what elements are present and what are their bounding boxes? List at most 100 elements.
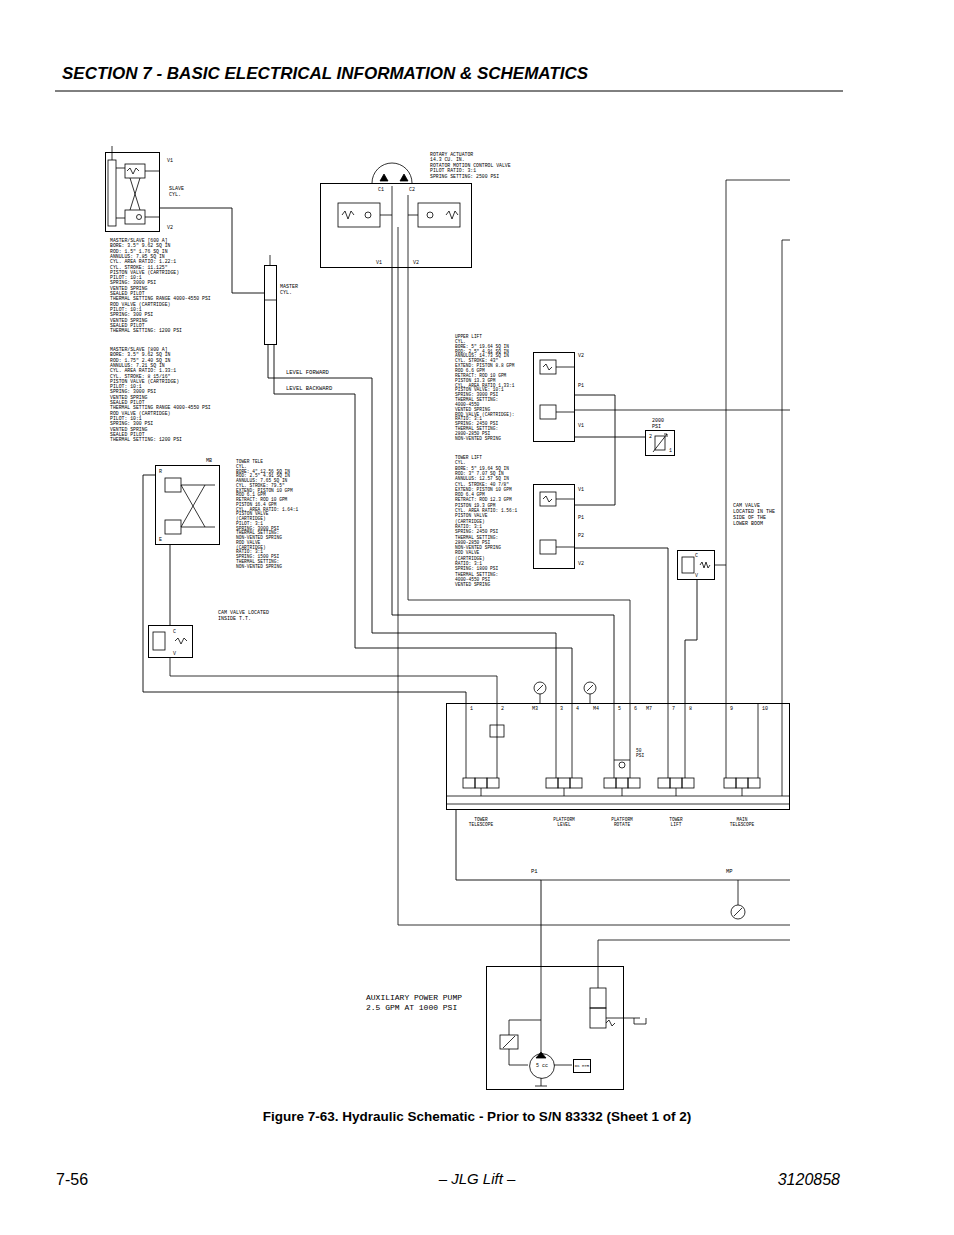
pressure-gauge	[587, 685, 593, 703]
spec-note: THERMAL SETTING RANGE 4000-4550 PSI	[110, 405, 211, 410]
callout-note: CAM VALVE LOCATED IN THE SIDE OF THE LOW…	[733, 503, 777, 527]
section-name: PLATFORM LEVEL	[551, 817, 577, 827]
hydraulic-line	[160, 208, 264, 293]
port-name: V1	[167, 158, 173, 164]
spec-note: PISTON VALVE	[455, 513, 487, 518]
valve-bank-symbol	[614, 760, 630, 761]
port-name: 1	[669, 448, 672, 454]
valve-bank-symbol	[616, 778, 628, 788]
spec-note: CYL. STROKE: 40 7/8"	[455, 482, 509, 487]
spec-note: SEALED PILOT	[110, 432, 145, 437]
spec-note: VENTED SPRING	[110, 395, 147, 400]
valve-bank-symbol	[604, 778, 616, 788]
relief-valve-symbol	[653, 434, 667, 452]
master-cylinder-symbol	[264, 255, 277, 300]
spec-note: VENTED SPRING	[110, 318, 147, 323]
cam-valve: CV	[148, 625, 193, 658]
port-name: E	[159, 537, 162, 543]
hydraulic-line	[456, 810, 541, 966]
port-name: P1	[578, 515, 584, 521]
spec-note: ROD 6.4 GPM	[455, 492, 485, 497]
port-name: 2	[501, 706, 504, 712]
section-heading: SECTION 7 - BASIC ELECTRICAL INFORMATION…	[62, 64, 588, 84]
port-name: V2	[167, 225, 173, 231]
hydraulic-line	[782, 240, 790, 703]
hydraulic-line	[541, 880, 790, 881]
section-name: TOWER LIFT	[663, 817, 689, 827]
spec-note: 2800-2850 PSI	[455, 540, 490, 545]
hydraulic-line	[170, 545, 171, 625]
load-holding-valve-symbol	[181, 485, 215, 527]
port-name: V2	[413, 260, 419, 266]
port-name: 2	[649, 434, 652, 440]
hydraulic-line	[143, 475, 466, 703]
section-name: MAIN TELESCOPE	[729, 817, 755, 827]
spec-note: PILOT: 10:1	[110, 307, 142, 312]
spec-note: THERMAL SETTING RANGE 4000-4550 PSI	[110, 296, 211, 301]
valve-bank-symbol	[446, 796, 790, 804]
port-name: DC MTR	[575, 1064, 589, 1069]
valve-bank-symbol	[558, 778, 570, 788]
pump-outline	[530, 1054, 555, 1079]
spec-note: PISTON VALVE (CARTRIDGE)	[110, 270, 179, 275]
spec-note: PILOT: 10:1	[110, 384, 142, 389]
rotary-actuator-symbol	[380, 186, 418, 268]
spec-note: ROTARY ACTUATOR	[430, 152, 473, 157]
spec-note: 14.3 CU. IN.	[430, 157, 465, 162]
master-cylinder: MASTER CYL.	[264, 265, 277, 345]
port-name: M3	[532, 706, 538, 712]
spec-note: BORE: 5" 19.64 SQ IN	[455, 466, 509, 471]
rotary-actuator-symbol	[372, 163, 412, 183]
spec-note: PISTON 19.3 GPM	[455, 503, 496, 508]
cam-valve-symbol	[682, 557, 694, 573]
spec-note: SPRING: 300 PSI	[110, 312, 153, 317]
valve-bank-symbol	[481, 788, 742, 796]
load-holding-valve-symbol	[540, 492, 556, 506]
spec-note: THERMAL SETTING: 1200 PSI	[110, 328, 182, 333]
spec-note: CYL. AREA RATIO: 1.22:1	[110, 259, 176, 264]
master-cylinder-symbol	[264, 255, 277, 300]
valve-bank-symbol	[446, 703, 790, 804]
port-name: R	[159, 469, 162, 475]
valve-bank-symbol	[670, 778, 682, 788]
port-name: 5 cc	[536, 1063, 548, 1069]
port-name: C	[695, 553, 698, 559]
slave-cylinder-symbol	[116, 168, 125, 218]
spec-note: NON-VENTED SPRING	[455, 545, 501, 550]
auxiliary-pump-symbol	[541, 966, 542, 1052]
spec-note: CYL. STROKE: 8 15/16"	[110, 374, 170, 379]
spec-note: VENTED SPRING	[110, 427, 147, 432]
component-label: AUXILIARY POWER PUMP 2.5 GPM AT 1000 PSI	[366, 993, 478, 1012]
slave-cylinder-symbol	[108, 160, 116, 226]
slave-cylinder-symbol	[137, 215, 142, 220]
load-holding-valve-symbol	[165, 360, 575, 554]
component-label: SLAVE CYL.	[169, 186, 191, 198]
port-name: M7	[646, 706, 652, 712]
spec-note: SEALED PILOT	[110, 323, 145, 328]
spec-note: SEALED PILOT	[110, 291, 145, 296]
spec-note: CYL. STROKE: 11.125"	[110, 265, 168, 270]
spec-note: VENTED SPRING	[455, 582, 490, 587]
pressure-gauge	[734, 880, 742, 916]
auxiliary-pump-symbol	[590, 988, 606, 1008]
port-name: C2	[409, 187, 415, 193]
port-name: 6	[634, 706, 637, 712]
slave-cylinder-symbol	[125, 210, 145, 224]
motor-box: DC MTR	[573, 1059, 591, 1073]
spec-note: ROD VALVE	[455, 550, 479, 555]
spec-note: SEALED PILOT	[110, 400, 145, 405]
spec-note: ROD VALVE (CARTRIDGE)	[110, 302, 170, 307]
rotary-actuator-symbol	[427, 212, 433, 218]
hydraulic-line	[726, 180, 790, 703]
port-name: 9	[730, 706, 733, 712]
spec-note: ANNULUS: 12.57 SQ IN	[455, 476, 509, 481]
relief-valve: 2000 PSI21	[645, 430, 675, 456]
main-valve-bank: 12M334M456M778910	[446, 703, 790, 810]
spec-note: SPRING: 300 PSI	[110, 421, 153, 426]
load-holding-valve-symbol	[165, 478, 181, 492]
spec-note: ROD: 3" 7.07 SQ IN	[455, 471, 504, 476]
component-label: MASTER CYL.	[280, 284, 306, 296]
